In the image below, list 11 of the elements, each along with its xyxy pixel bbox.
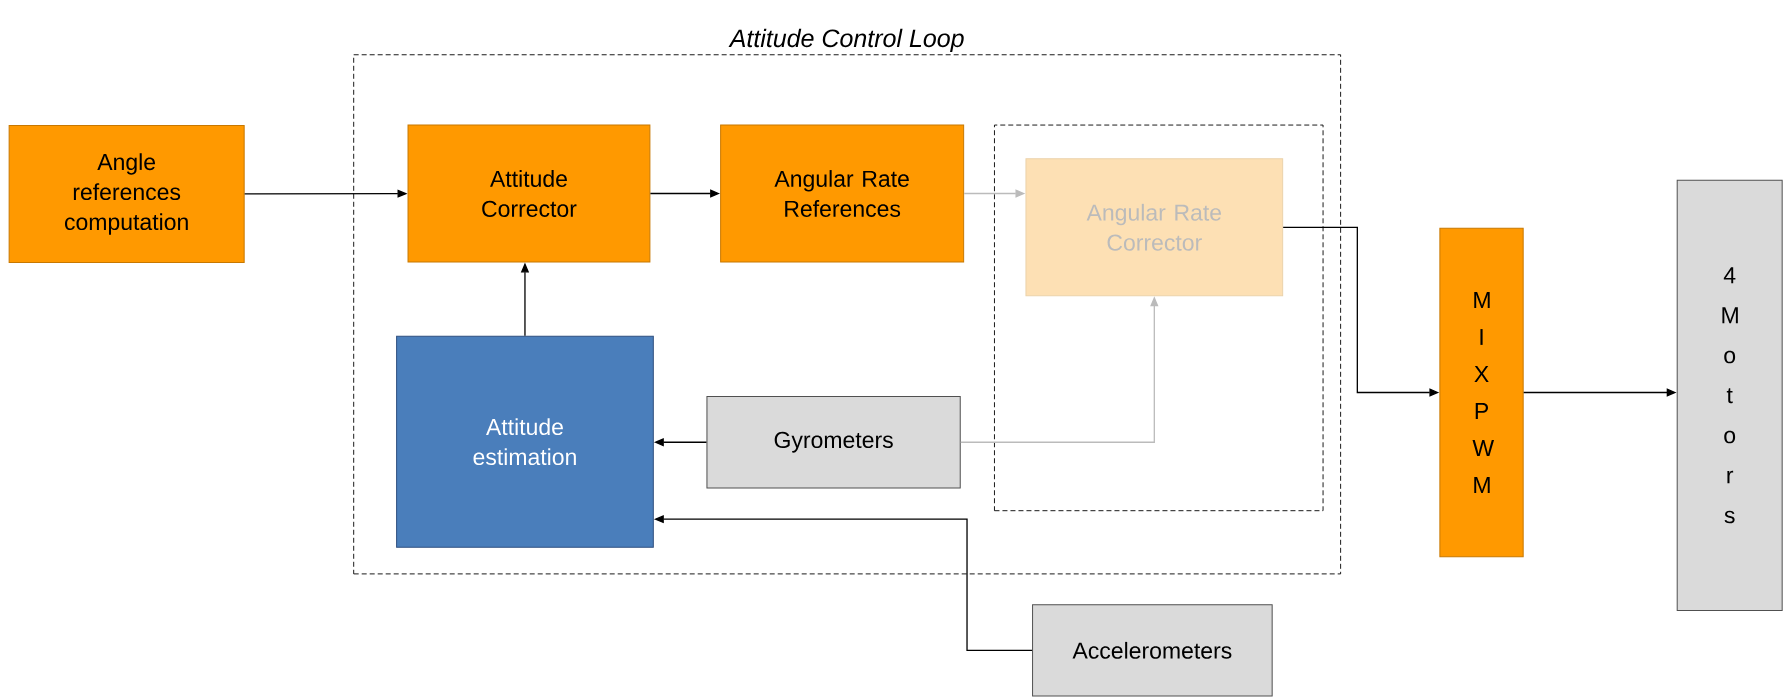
frame-title: Attitude Control Loop [728, 28, 964, 52]
dashed-frame [994, 124, 1324, 511]
process-box: Angular Rate References [720, 124, 965, 263]
process-box: Angle references computation [8, 124, 245, 263]
process-box: Attitude Corrector [407, 124, 651, 263]
process-box: Attitude estimation [396, 335, 654, 548]
process-box: M I X P W M [1439, 227, 1524, 558]
output-box: 4 M o t o r s [1676, 179, 1783, 611]
process-box: Angular Rate Corrector [1025, 158, 1284, 297]
sensor-box: Accelerometers [1032, 604, 1273, 697]
sensor-box: Gyrometers [706, 395, 961, 489]
